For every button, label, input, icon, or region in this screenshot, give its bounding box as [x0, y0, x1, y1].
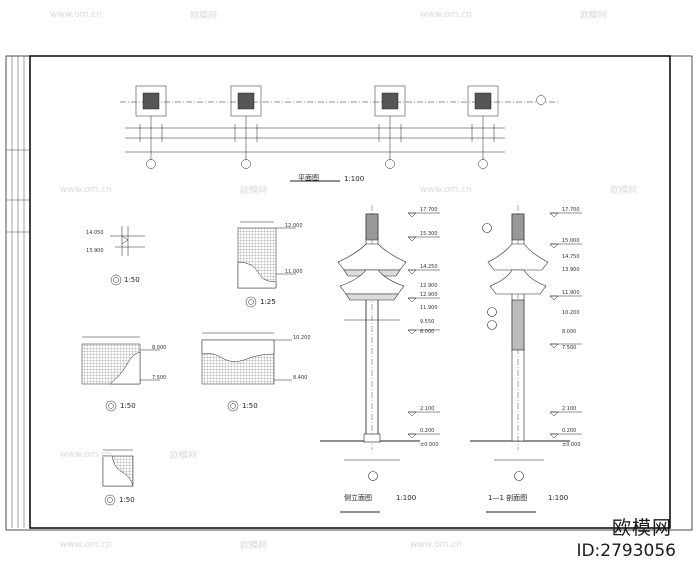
- watermark-site: www.om.cn: [60, 185, 112, 195]
- side-level: 14.250: [420, 264, 438, 270]
- section-level: 8.000: [562, 329, 577, 335]
- watermark-logo: 欧模网: [580, 11, 608, 21]
- watermark-logo: 欧模网: [610, 186, 638, 196]
- detail-c-elev-1: 8.000: [152, 345, 167, 351]
- section-level: 13.900: [562, 267, 580, 273]
- side-level: ±0.000: [420, 442, 439, 448]
- side-elevation: [320, 205, 420, 513]
- inner-frame: [29, 55, 671, 529]
- watermark-logo: 欧模网: [240, 541, 268, 551]
- brand-logo-text: 欧模网: [611, 517, 672, 539]
- watermark-site: www.om.cn: [420, 185, 472, 195]
- detail-c: [81, 336, 160, 412]
- detail-a-elev-2: 13.900: [86, 248, 104, 254]
- side-level: 15.300: [420, 231, 438, 237]
- watermark-logo: 欧模网: [240, 186, 268, 196]
- watermark-site: www.om.cn: [60, 540, 112, 550]
- detail-a-elev-1: 14.050: [86, 230, 104, 236]
- side-elevation-title: 侧立面图: [344, 494, 372, 502]
- section-level: 2.100: [562, 406, 577, 412]
- plan-column-3: [374, 85, 406, 160]
- section-level: 14.750: [562, 254, 580, 260]
- side-level: 8.000: [420, 329, 435, 335]
- watermark-site: www.om.cn: [410, 540, 462, 550]
- section-1-1: [470, 205, 570, 513]
- section-level: 15.000: [562, 238, 580, 244]
- side-level: 0.200: [420, 428, 435, 434]
- side-level: 11.900: [420, 305, 438, 311]
- plan-view: [120, 85, 560, 182]
- section-level: 0.200: [562, 428, 577, 434]
- detail-d-elev-1: 10.200: [293, 335, 311, 341]
- detail-d-scale: 1:50: [242, 402, 258, 410]
- section-level: 11.900: [562, 290, 580, 296]
- detail-c-elev-2: 7.500: [152, 375, 167, 381]
- watermark-site: www.om.cn: [420, 10, 472, 20]
- brand-id-label: ID:2793056: [576, 541, 676, 561]
- section-level: 10.200: [562, 310, 580, 316]
- detail-b-elev-1: 12.000: [285, 223, 303, 229]
- plan-dimension-lines: [125, 124, 505, 153]
- detail-a-scale: 1:50: [124, 276, 140, 284]
- side-level: 9.550: [420, 319, 435, 325]
- detail-b: [237, 221, 296, 308]
- side-level: 2.100: [420, 406, 435, 412]
- plan-axis-bubbles: [146, 95, 546, 169]
- detail-b-elev-2: 11.000: [285, 269, 303, 275]
- plan-column-2: [230, 85, 262, 160]
- side-elevation-scale: 1:100: [396, 494, 417, 502]
- section-roof-1: [487, 243, 549, 271]
- side-level: 12.900: [420, 283, 438, 289]
- detail-c-scale: 1:50: [120, 402, 136, 410]
- detail-e-scale: 1:50: [119, 496, 135, 504]
- section-level: 7.500: [562, 345, 577, 351]
- section-title: 1—1 剖面图: [488, 494, 528, 502]
- detail-e: [102, 449, 134, 506]
- plan-title: 平面图: [298, 174, 319, 182]
- elevation-markers: [407, 212, 582, 439]
- watermark-site: www.om.cn: [50, 10, 102, 20]
- watermark-site: www.om.cn: [60, 450, 112, 460]
- side-level: 17.700: [420, 207, 438, 213]
- section-level: ±0.000: [562, 442, 581, 448]
- section-roof-2: [489, 269, 547, 295]
- roof-tier-2: [339, 269, 405, 301]
- watermark-logo: 欧模网: [170, 451, 198, 461]
- detail-d: [201, 332, 292, 412]
- title-strip: [6, 56, 30, 528]
- section-scale: 1:100: [548, 494, 569, 502]
- detail-b-scale: 1:25: [260, 298, 276, 306]
- plan-column-4: [467, 85, 499, 160]
- plan-column-1: [135, 85, 167, 160]
- plan-scale: 1:100: [344, 175, 365, 183]
- detail-d-elev-2: 8.400: [293, 375, 308, 381]
- detail-a: [110, 226, 145, 286]
- watermark-logo: 欧模网: [190, 11, 218, 21]
- side-level: 12.900: [420, 292, 438, 298]
- section-level: 17.700: [562, 207, 580, 213]
